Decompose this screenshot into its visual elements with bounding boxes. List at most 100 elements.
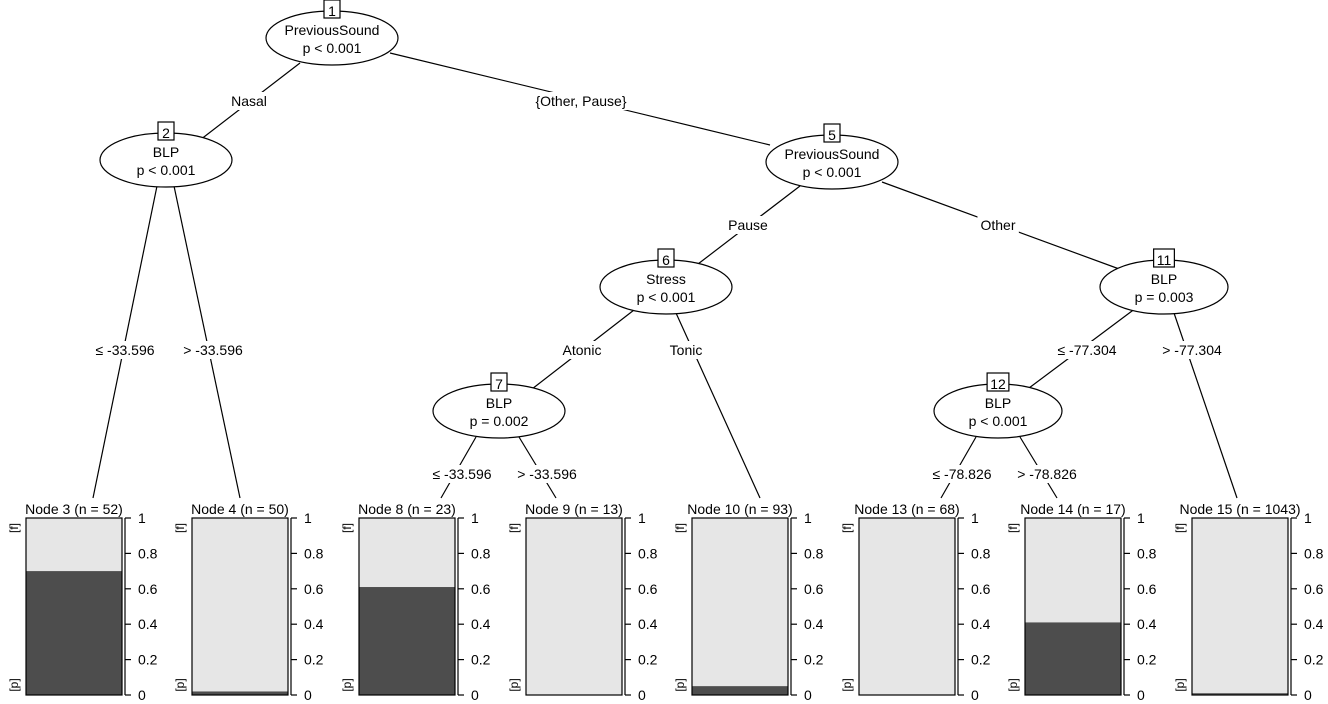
edge-label-text: {Other, Pause} (535, 93, 626, 109)
node-id-text: 7 (495, 376, 503, 392)
y-tick-label: 0 (471, 687, 479, 703)
edge-label-bg (559, 341, 605, 359)
edge-label: Tonic (666, 341, 706, 359)
y-tick-label: 0.8 (471, 545, 491, 561)
node-id-box (657, 248, 675, 268)
terminal-node-title: Node 15 (n = 1043) (1178, 501, 1302, 517)
y-tick-label: 0 (304, 687, 312, 703)
terminal-node-panel: Node 13 (n = 68)00.20.40.60.81[f][p] (840, 501, 991, 703)
edge-label-text: Nasal (231, 93, 267, 109)
node-ellipse (432, 383, 566, 439)
edge-label-bg (977, 216, 1019, 234)
node-id-box (986, 372, 1010, 392)
node-id: 5 (823, 123, 841, 143)
edge-label-text: Other (980, 217, 1015, 233)
edge-label: {Other, Pause} (532, 92, 630, 110)
tree-edge (1173, 312, 1238, 499)
bar-class-f (526, 518, 622, 695)
class-label-p: [p] (507, 678, 521, 691)
node-id: 11 (1153, 248, 1175, 268)
y-tick-label: 0.8 (1137, 545, 1157, 561)
node-variable: BLP (985, 395, 1011, 411)
class-label-p: [p] (340, 678, 354, 691)
y-tick-label: 0.8 (804, 545, 824, 561)
class-label-p: [p] (673, 678, 687, 691)
edge-label-text: > -78.826 (1017, 466, 1077, 482)
edge-label-text: > -33.596 (517, 466, 577, 482)
terminal-node-label: Node 8 (n = 23) (358, 501, 456, 517)
terminal-node-label: Node 14 (n = 17) (1020, 501, 1125, 517)
panel-frame (525, 517, 623, 696)
node-ellipse (1099, 259, 1229, 315)
node-id-box (157, 121, 175, 141)
edge-label-text: > -33.596 (183, 342, 243, 358)
node-pvalue: p = 0.002 (470, 413, 529, 429)
bar-class-f (692, 518, 788, 695)
bar-class-p (1192, 693, 1288, 695)
y-tick-label: 0.4 (1304, 616, 1324, 632)
edge-label-bg (180, 341, 246, 359)
edge-label: Pause (725, 216, 772, 234)
y-tick-label: 0.8 (971, 545, 991, 561)
panel-frame (191, 517, 289, 696)
class-label-f: [f] (840, 523, 854, 533)
y-tick-label: 0.6 (638, 581, 658, 597)
edge-label: ≤ -33.596 (92, 341, 158, 359)
edge-labels: Nasal {Other, Pause} ≤ -33.596 > -33.596 Pau… (92, 92, 1225, 483)
terminal-node-panel: Node 9 (n = 13)00.20.40.60.81[f][p] (507, 501, 658, 703)
node-variable: BLP (153, 144, 179, 160)
y-tick-label: 1 (971, 510, 979, 526)
y-tick-label: 0 (138, 687, 146, 703)
node-id: 2 (157, 121, 175, 141)
tree-edge (675, 312, 761, 499)
terminal-node-panel: Node 10 (n = 93)00.20.40.60.81[f][p] (673, 501, 824, 703)
edge-label: > -33.596 (514, 465, 580, 483)
bar-class-p (692, 686, 788, 695)
edge-label-text: ≤ -33.596 (432, 466, 491, 482)
terminal-node-title: Node 14 (n = 17) (1019, 501, 1127, 517)
y-tick-label: 0.2 (1304, 652, 1324, 668)
terminal-node-label: Node 3 (n = 52) (25, 501, 123, 517)
node-id-box (823, 123, 841, 143)
edge-label-text: Tonic (670, 342, 703, 358)
y-tick-label: 0.8 (1304, 545, 1324, 561)
edge-label: > -33.596 (180, 341, 246, 359)
panel-frame (858, 517, 956, 696)
edge-label-bg (929, 465, 995, 483)
panel-frame (25, 517, 123, 696)
y-tick-label: 0 (804, 687, 812, 703)
class-label-f: [f] (1006, 523, 1020, 533)
y-tick-label: 0.6 (971, 581, 991, 597)
terminal-node-title: Node 4 (n = 50) (190, 501, 290, 517)
y-tick-label: 0.2 (138, 652, 158, 668)
edge-label: ≤ -77.304 (1054, 341, 1120, 359)
node-id-text: 12 (990, 376, 1006, 392)
edge-label-bg (1014, 465, 1080, 483)
node-ellipse (99, 132, 233, 188)
class-label-f: [f] (673, 523, 687, 533)
edge-label-bg (1054, 341, 1120, 359)
node-id-text: 5 (828, 127, 836, 143)
class-label-f: [f] (173, 523, 187, 533)
terminal-node-title-bg (686, 501, 794, 517)
edge-label-text: ≤ -78.826 (932, 466, 991, 482)
edge-label-text: Pause (728, 217, 768, 233)
y-tick-label: 1 (804, 510, 812, 526)
terminal-node-panel: Node 14 (n = 17)00.20.40.60.81[f][p] (1006, 501, 1157, 703)
y-tick-label: 0 (971, 687, 979, 703)
edge-label-text: ≤ -77.304 (1057, 342, 1116, 358)
terminal-node-label: Node 13 (n = 68) (854, 501, 959, 517)
bar-class-f (192, 518, 288, 695)
y-tick-label: 0.6 (471, 581, 491, 597)
terminal-node-title: Node 3 (n = 52) (24, 501, 124, 517)
y-tick-label: 0.2 (804, 652, 824, 668)
y-tick-label: 0.2 (304, 652, 324, 668)
edge-label-text: > -77.304 (1162, 342, 1222, 358)
bar-class-p (26, 571, 122, 695)
y-tick-label: 0 (638, 687, 646, 703)
